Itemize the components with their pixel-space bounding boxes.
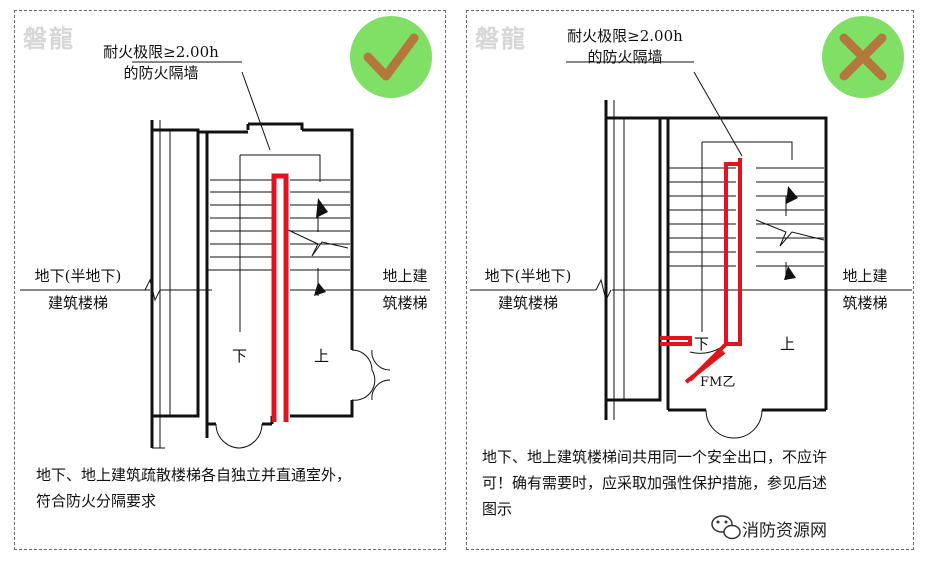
check-icon xyxy=(350,16,432,98)
wall-label-line-1: 耐火极限≥2.00h xyxy=(567,27,683,45)
basement-stair-label: 地下(半地下) 建筑楼梯 xyxy=(22,266,134,314)
panel-noncompliant: 磐龍 xyxy=(466,10,914,550)
watermark: 磐龍 xyxy=(23,25,75,53)
right-caption: 地下、地上建筑楼梯间共用同一个安全出口，不应许 可！确有需要时，应采取加强性保护… xyxy=(482,444,827,522)
watermark: 磐龍 xyxy=(475,25,527,53)
arrow-down-marker xyxy=(784,266,796,280)
wall-label-line-2: 的防火隔墙 xyxy=(123,64,199,82)
up-label: 上 xyxy=(314,347,330,365)
left-stair-lines xyxy=(20,61,430,449)
caption-line-3: 图示 xyxy=(482,500,513,518)
wechat-icon xyxy=(711,515,741,540)
above-label-line-2: 筑楼梯 xyxy=(382,294,428,312)
basement-label-line-1: 地下(半地下) xyxy=(34,267,122,285)
down-label: 下 xyxy=(232,347,248,365)
caption-line-1: 地下、地上建筑楼梯间共用同一个安全出口，不应许 xyxy=(482,448,828,466)
basement-stair-label: 地下(半地下) 建筑楼梯 xyxy=(472,266,584,314)
footer-source: 消防资源网 xyxy=(742,521,827,541)
above-ground-stair-label: 地上建 筑楼梯 xyxy=(372,266,438,314)
caption-line-1: 地下、地上建筑疏散楼梯各自独立并直通室外， xyxy=(36,466,352,484)
basement-label-line-1: 地下(半地下) xyxy=(484,267,572,285)
above-label-line-1: 地上建 xyxy=(842,267,888,285)
panel-compliant: 磐龍 xyxy=(14,10,446,550)
above-label-line-2: 筑楼梯 xyxy=(842,294,888,312)
left-caption: 地下、地上建筑疏散楼梯各自独立并直通室外， 符合防火分隔要求 xyxy=(36,462,351,514)
firewall-rating-label: 耐火极限≥2.00h 的防火隔墙 xyxy=(76,42,246,84)
above-ground-stair-label: 地上建 筑楼梯 xyxy=(832,266,898,314)
arrow-up-marker xyxy=(316,198,328,218)
wall-label-line-1: 耐火极限≥2.00h xyxy=(103,43,219,61)
fire-door-label: FM乙 xyxy=(700,375,736,390)
cross-icon xyxy=(822,16,904,98)
basement-label-line-2: 建筑楼梯 xyxy=(47,294,108,312)
firewall-rating-label: 耐火极限≥2.00h 的防火隔墙 xyxy=(540,26,710,68)
up-label: 上 xyxy=(780,335,796,353)
basement-label-line-2: 建筑楼梯 xyxy=(497,294,558,312)
above-label-line-1: 地上建 xyxy=(382,267,428,285)
right-stair-lines xyxy=(470,61,912,439)
arrow-down-marker xyxy=(314,282,326,296)
caption-line-2: 符合防火分隔要求 xyxy=(36,492,157,510)
wall-label-line-2: 的防火隔墙 xyxy=(587,48,663,66)
fire-door-arc xyxy=(684,350,726,384)
down-label: 下 xyxy=(694,335,710,353)
left-walls xyxy=(150,120,354,448)
caption-line-2: 可！确有需要时，应采取加强性保护措施，参见后述 xyxy=(482,474,828,492)
firewall-left xyxy=(271,173,289,422)
arrow-up-marker xyxy=(786,186,798,204)
